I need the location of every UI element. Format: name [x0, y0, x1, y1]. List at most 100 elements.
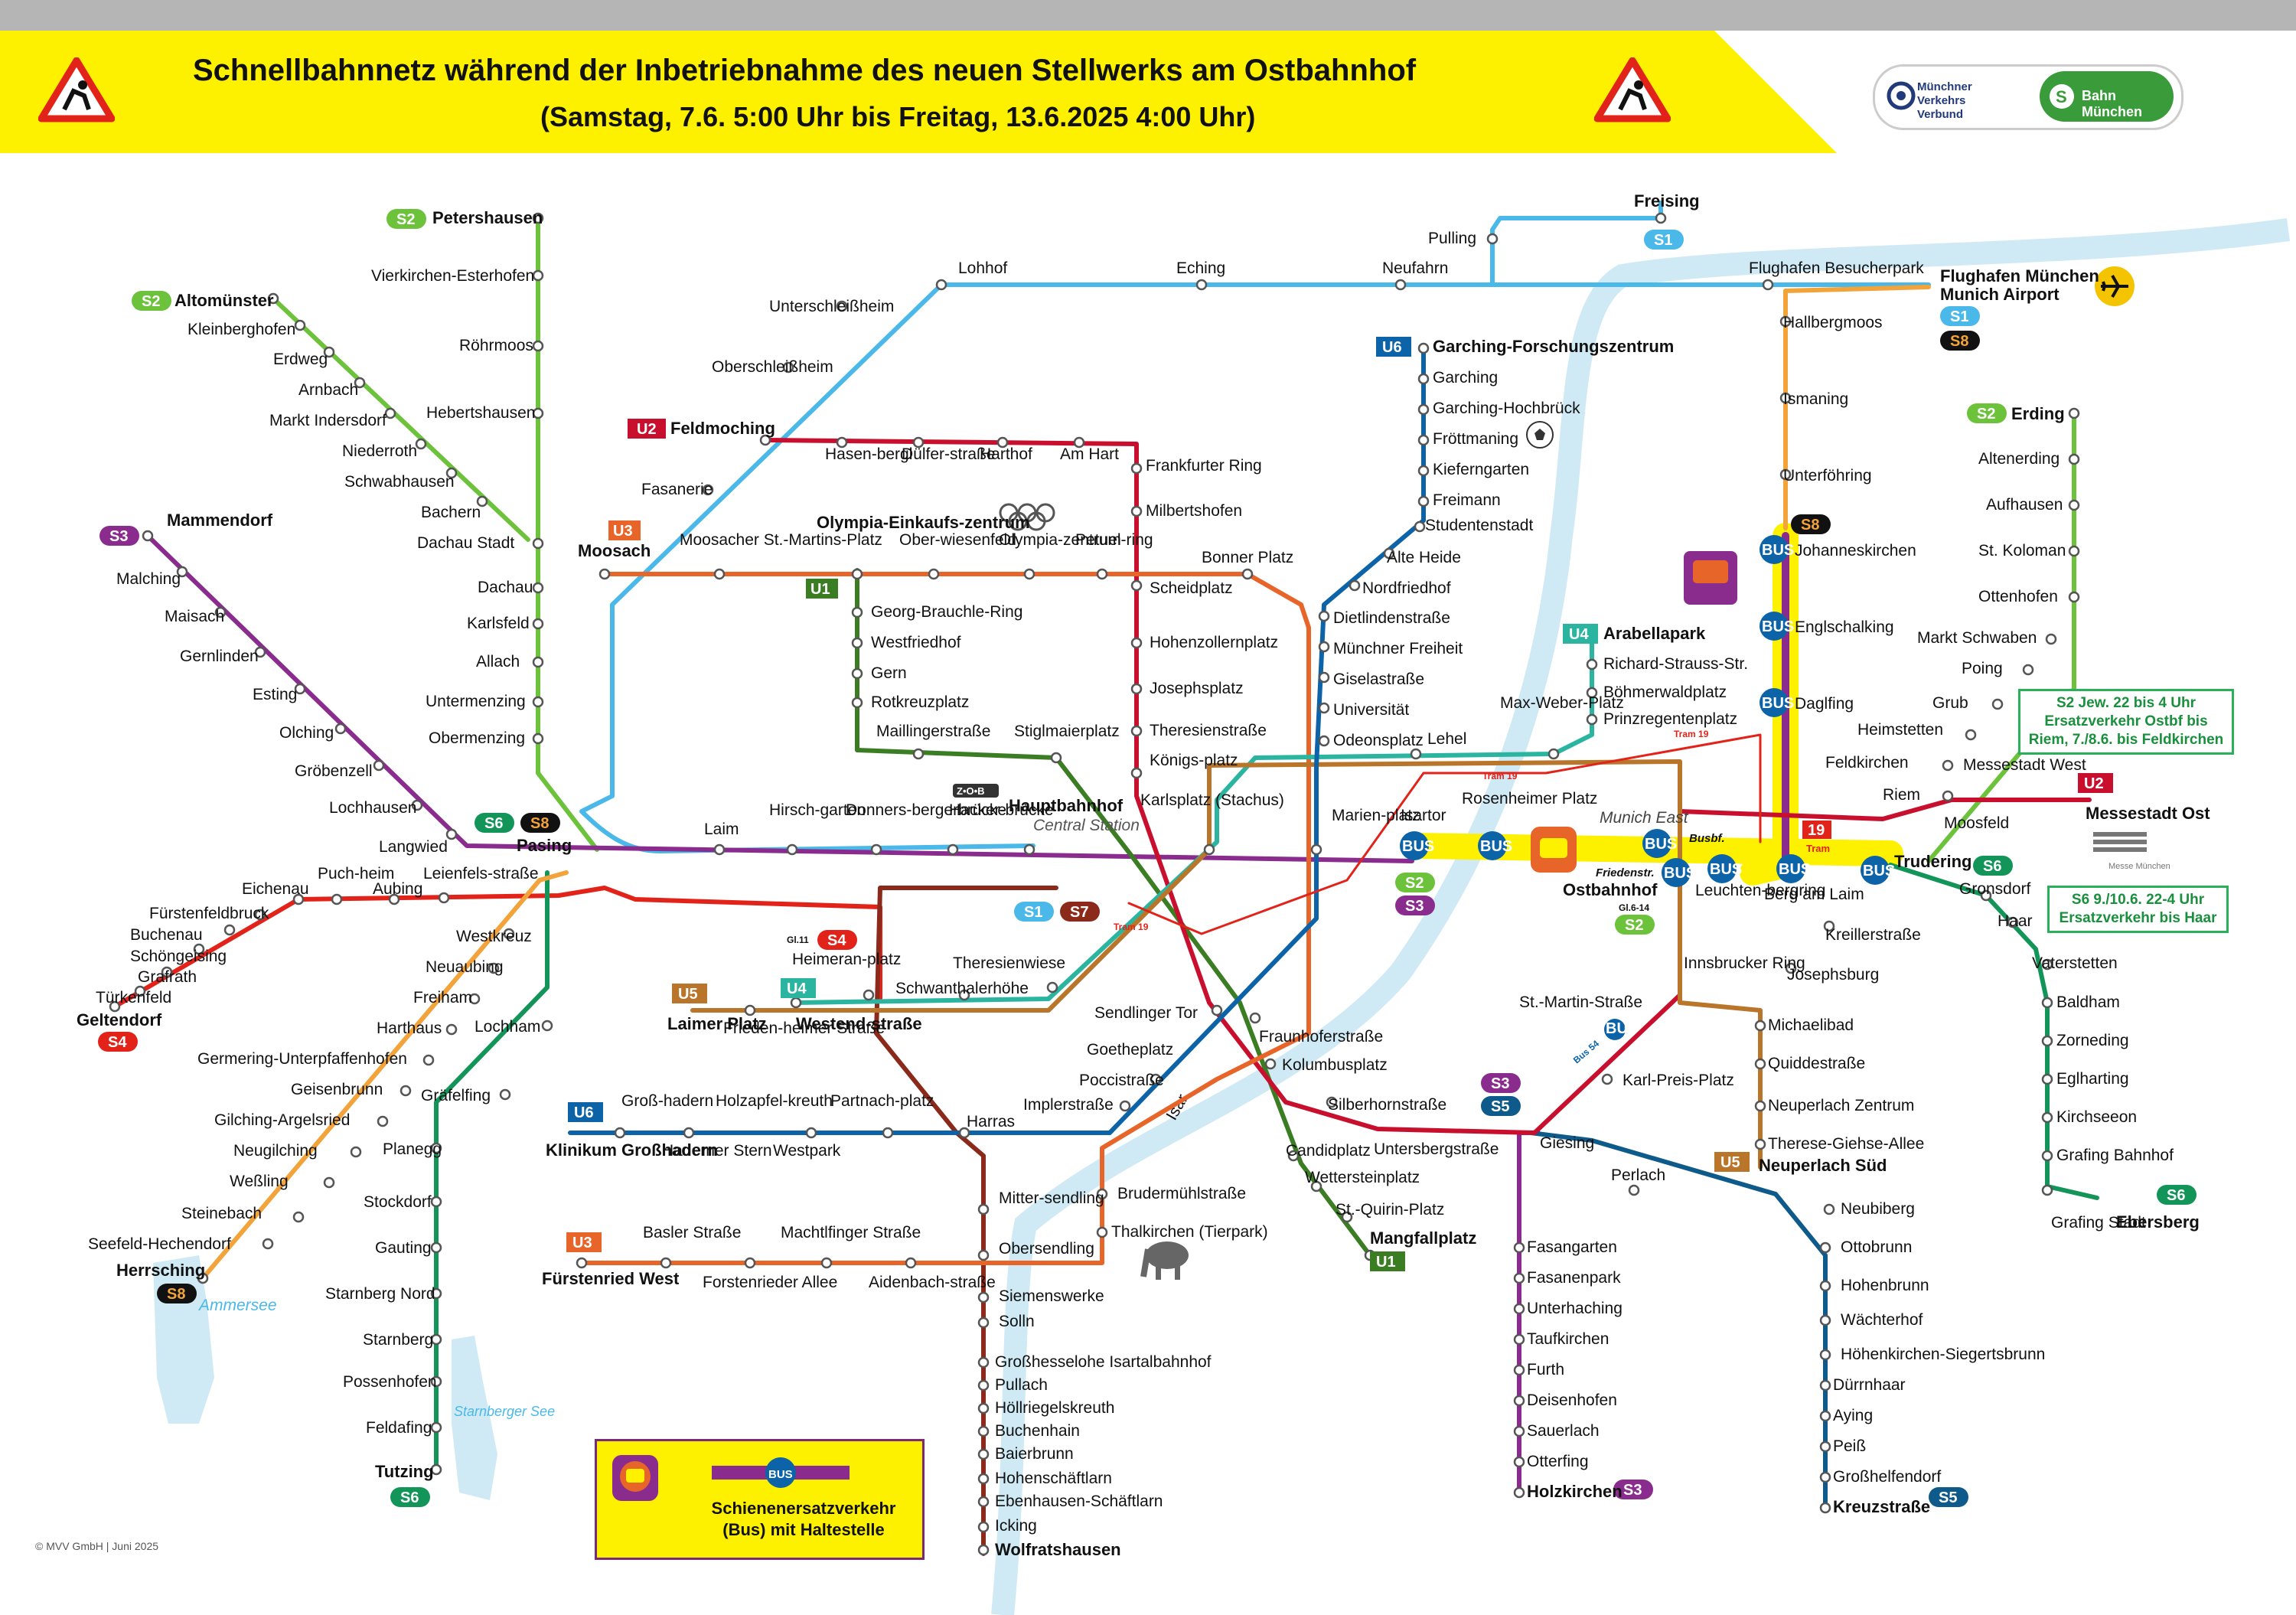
- badge-s6: S6: [2167, 1187, 2185, 1204]
- station-label: Dachau: [478, 579, 533, 596]
- station-label: Aubing: [373, 880, 422, 898]
- station-label: St.-Martin-Straße: [1519, 993, 1642, 1011]
- line-s7: [874, 886, 1058, 1556]
- station-label: Garching-Forschungszentrum: [1433, 337, 1674, 356]
- station-label: Ottobrunn: [1841, 1238, 1912, 1256]
- svg-text:BUS: BUS: [1480, 838, 1512, 855]
- badge-u4: U4: [787, 980, 807, 997]
- station-label: Erdweg: [273, 351, 328, 368]
- station-label: Alte Heide: [1387, 549, 1461, 566]
- station-label: Rotkreuzplatz: [871, 693, 969, 711]
- station-label: Hallbergmoos: [1783, 314, 1883, 331]
- svg-text:BUS: BUS: [1863, 863, 1895, 879]
- station-label: Garching: [1433, 369, 1498, 387]
- svg-text:BUS: BUS: [1779, 861, 1811, 878]
- station-label: Höllriegelskreuth: [995, 1399, 1114, 1417]
- station-label: Untermenzing: [426, 693, 526, 710]
- station-label: Machtlfinger Straße: [781, 1224, 921, 1241]
- badge-s6: S6: [400, 1489, 419, 1506]
- station-label: Böhmerwaldplatz: [1603, 684, 1727, 701]
- station-label: Markt Indersdorf: [269, 412, 386, 429]
- station-label: Hebertshausen: [426, 404, 535, 422]
- badge-u6: U6: [1382, 339, 1402, 356]
- station-label: Mangfallplatz: [1370, 1228, 1476, 1248]
- badge-u1: U1: [810, 581, 830, 598]
- station-label: Michaelibad: [1768, 1016, 1854, 1034]
- station-label: Aying: [1833, 1407, 1873, 1424]
- station-label: Wettersteinplatz: [1305, 1169, 1420, 1186]
- station-label: Mitter-sendling: [999, 1189, 1104, 1207]
- station-label: Busbf.: [1689, 832, 1725, 845]
- station-label: Munich East: [1600, 809, 1689, 827]
- sbahn-logo-icon: S: [2050, 84, 2074, 109]
- badge-s5: S5: [1939, 1489, 1957, 1506]
- station-label: Karlsfeld: [467, 615, 530, 632]
- station-label: Brudermühlstraße: [1117, 1185, 1246, 1202]
- station-label: Lochhausen: [329, 799, 416, 817]
- station-label: Innsbrucker Ring: [1684, 954, 1805, 972]
- station-label: Obersendling: [999, 1240, 1094, 1258]
- badge-s2: S2: [1977, 406, 1995, 423]
- lake-label: Starnberger See: [454, 1404, 555, 1419]
- station-label: Leienfels-straße: [423, 865, 539, 883]
- station-label: Fürstenfeldbruck: [149, 905, 269, 922]
- lake-label: Ammersee: [197, 1297, 277, 1314]
- station-label: Altenerding: [1978, 450, 2060, 468]
- station-label: Nordfriedhof: [1362, 579, 1451, 597]
- station-label: Grafing Bahnhof: [2056, 1147, 2174, 1164]
- station-label: Stiglmaierplatz: [1014, 723, 1120, 740]
- station-label: Theresienwiese: [953, 954, 1065, 972]
- station-label: Laimer Platz: [667, 1014, 767, 1033]
- line-tram19: [1127, 733, 1762, 935]
- station-label: Westfriedhof: [871, 634, 961, 651]
- station-label: Possenhofen: [343, 1373, 437, 1391]
- station-label: Aufhausen: [1986, 496, 2063, 514]
- badge-s8: S8: [530, 815, 549, 832]
- station-label: Fröttmaning: [1433, 430, 1518, 448]
- badge-u5: U5: [678, 986, 698, 1003]
- station-label: Steinebach: [181, 1205, 262, 1222]
- station-label: Aidenbach-straße: [869, 1274, 996, 1291]
- svg-text:BUS: BUS: [1762, 695, 1794, 712]
- station-label: Heimeran-platz: [792, 951, 901, 968]
- station-label: Unterschleißheim: [769, 298, 894, 315]
- station-label: Karl-Preis-Platz: [1623, 1072, 1734, 1089]
- station-label: Obermenzing: [429, 729, 525, 747]
- station-label: Harras: [967, 1113, 1015, 1130]
- svg-text:S: S: [2056, 87, 2067, 106]
- station-label: Eching: [1176, 259, 1225, 277]
- badge-u3: U3: [572, 1235, 592, 1251]
- svg-text:BUS: BUS: [1402, 838, 1434, 855]
- station-label: Gernlinden: [180, 648, 259, 665]
- station-label: Altomünster: [174, 291, 274, 310]
- station-label: Odeonsplatz: [1333, 732, 1424, 749]
- station-label: Allach: [476, 653, 520, 670]
- station-label: Moosacher St.-Martins-Platz: [680, 531, 882, 549]
- station-label: Wächterhof: [1841, 1311, 1923, 1329]
- station-label: Grafing Stadt: [2051, 1214, 2146, 1232]
- badge-s8: S8: [1801, 517, 1819, 533]
- station-label: Malching: [116, 570, 181, 588]
- station-label: Englschalking: [1795, 618, 1894, 636]
- mvv-logo-icon: [1887, 81, 1916, 110]
- station-label: Am Hart: [1060, 445, 1119, 463]
- station-label: Isartor: [1401, 807, 1446, 824]
- line-u6: [568, 346, 1426, 1135]
- station-label: Langwied: [379, 838, 448, 856]
- station-label: Candidplatz: [1286, 1142, 1371, 1160]
- zob-icon: Z•O•B: [953, 784, 999, 798]
- station-labels: Petershausen Vierkirchen-Esterhofen Röhr…: [77, 191, 2210, 1559]
- station-label: Dülfer-straße: [902, 445, 996, 463]
- station-label: Röhrmoos: [459, 337, 533, 354]
- station-label: Neuaubing: [426, 958, 504, 976]
- station-label: Moosfeld: [1944, 814, 2009, 832]
- station-label: Westkreuz: [456, 928, 532, 945]
- tram-label: Tram: [1806, 843, 1830, 854]
- station-label: Ismaning: [1783, 390, 1848, 408]
- badge-u6: U6: [574, 1104, 594, 1121]
- badge-u2: U2: [637, 421, 657, 438]
- station-label: Silberhornstraße: [1328, 1096, 1446, 1114]
- station-label: St.-Quirin-Platz: [1336, 1201, 1444, 1219]
- badge-s6: S6: [484, 815, 503, 832]
